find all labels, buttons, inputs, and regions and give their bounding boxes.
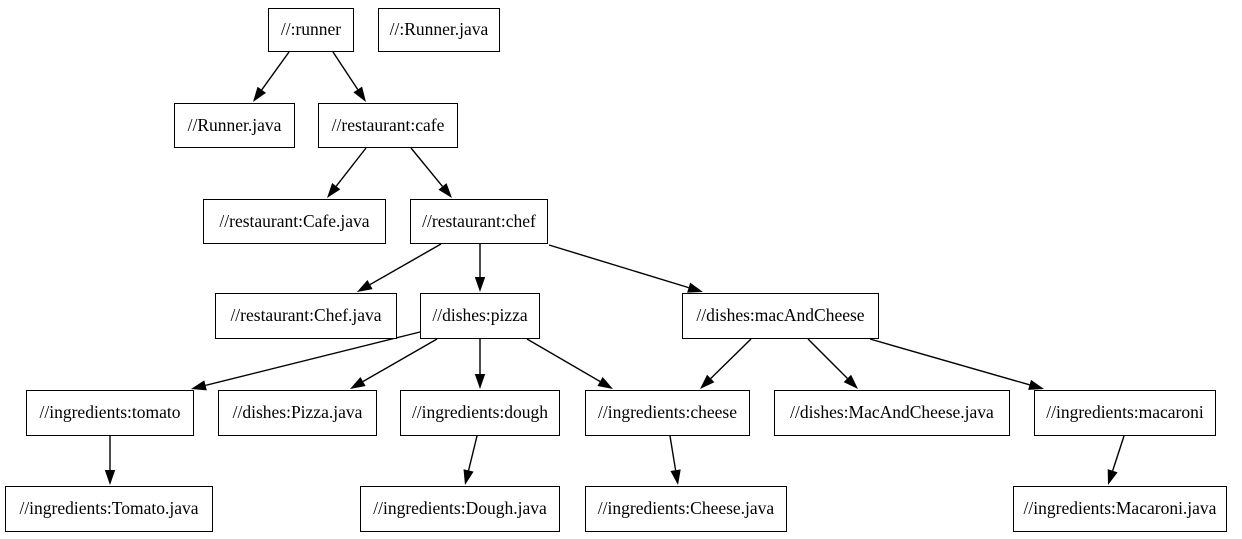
graph-node-cafe: //restaurant:cafe: [318, 103, 458, 148]
edge-cheese-to-cheese-java: [669, 435, 681, 485]
arrowhead-icon: [843, 374, 858, 389]
arrowhead-icon: [357, 280, 373, 292]
graph-node-dough-java: //ingredients:Dough.java: [360, 486, 560, 532]
edge-runner-to-runner-java: [253, 51, 290, 102]
graph-node-cafe-java: //restaurant:Cafe.java: [203, 199, 386, 244]
graph-node-dough: //ingredients:dough: [400, 390, 560, 436]
edge-macandcheese-to-cheese: [700, 338, 752, 389]
edge-runner-to-cafe: [332, 51, 366, 102]
graph-node-cheese-java: //ingredients:Cheese.java: [585, 486, 787, 532]
arrowhead-icon: [104, 470, 116, 485]
edge-cafe-to-cafe-java: [327, 147, 367, 198]
arrowhead-icon: [327, 182, 341, 198]
edge-macandcheese-to-macandcheese-java: [807, 338, 858, 389]
arrowhead-icon: [700, 374, 715, 389]
graph-node-runner-java: //Runner.java: [174, 103, 295, 148]
edge-dough-to-dough-java: [463, 435, 478, 485]
arrowhead-icon: [597, 376, 613, 389]
edge-chef-to-chef-java: [357, 243, 442, 292]
arrowhead-icon: [253, 86, 266, 102]
graph-node-tomato: //ingredients:tomato: [26, 390, 194, 436]
edge-pizza-to-dough: [474, 339, 486, 389]
graph-node-chef-java: //restaurant:Chef.java: [215, 293, 397, 339]
edge-pizza-to-pizza-java: [350, 338, 438, 389]
arrowhead-icon: [438, 183, 452, 198]
edge-tomato-to-tomato-java: [104, 436, 116, 485]
edge-pizza-to-tomato: [191, 331, 421, 391]
graph-node-macaroni-java: //ingredients:Macaroni.java: [1013, 486, 1227, 532]
edge-macandcheese-to-macaroni: [869, 338, 1044, 390]
arrowhead-icon: [353, 86, 366, 102]
arrowhead-icon: [191, 380, 207, 391]
graph-node-macaroni: //ingredients:macaroni: [1034, 390, 1216, 436]
arrowhead-icon: [474, 277, 486, 292]
graph-node-pizza: //dishes:pizza: [420, 293, 540, 339]
edge-macaroni-to-macaroni-java: [1107, 435, 1125, 485]
arrowhead-icon: [350, 377, 366, 389]
graph-node-chef: //restaurant:chef: [410, 199, 548, 244]
edge-cafe-to-chef: [410, 147, 452, 198]
arrowhead-icon: [687, 282, 703, 293]
arrowhead-icon: [1028, 379, 1044, 390]
arrowhead-icon: [463, 469, 474, 485]
edge-pizza-to-cheese: [526, 338, 613, 389]
graph-node-macandcheese-java: //dishes:MacAndCheese.java: [774, 390, 1010, 436]
arrowhead-icon: [670, 469, 681, 485]
graph-node-runner-java-root: //:Runner.java: [378, 8, 500, 52]
graph-node-runner: //:runner: [268, 8, 354, 52]
graph-node-macandcheese: //dishes:macAndCheese: [682, 293, 879, 339]
edge-chef-to-pizza: [474, 244, 486, 292]
edge-chef-to-macandcheese: [548, 244, 703, 293]
arrowhead-icon: [474, 374, 486, 389]
graph-node-tomato-java: //ingredients:Tomato.java: [5, 486, 213, 532]
arrowhead-icon: [1107, 469, 1118, 485]
graph-node-pizza-java: //dishes:Pizza.java: [218, 390, 377, 436]
graph-node-cheese: //ingredients:cheese: [585, 390, 750, 436]
